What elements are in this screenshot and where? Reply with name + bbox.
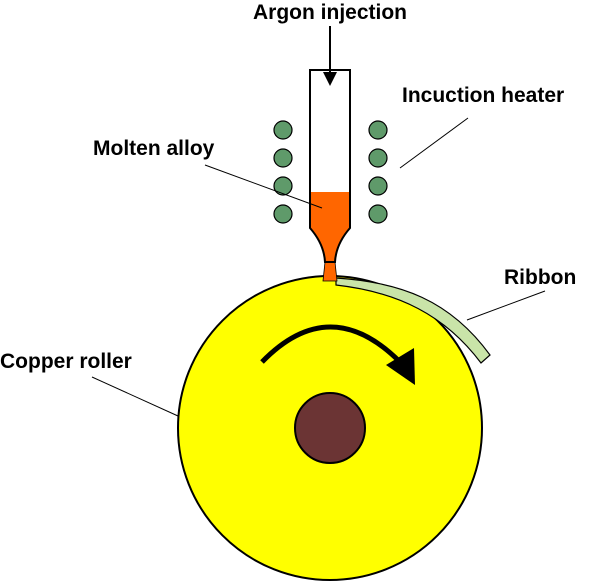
ribbon-label: Ribbon bbox=[504, 266, 576, 289]
argon-injection-label: Argon injection bbox=[253, 1, 407, 24]
roller-hub bbox=[294, 392, 366, 464]
coil-turn bbox=[368, 204, 388, 224]
molten-leader bbox=[204, 164, 323, 209]
induction-heater-label: Incuction heater bbox=[402, 84, 564, 107]
coil-turn bbox=[273, 176, 293, 196]
heater-leader bbox=[399, 117, 469, 169]
rotation-arrow-head bbox=[386, 348, 415, 385]
molten-alloy-label: Molten alloy bbox=[93, 137, 215, 160]
argon-arrow-head bbox=[323, 72, 337, 86]
coil-turn bbox=[273, 148, 293, 168]
coil-turn bbox=[368, 148, 388, 168]
coil-turn bbox=[368, 176, 388, 196]
heater-coils-left bbox=[273, 120, 293, 224]
heater-coils-right bbox=[368, 120, 388, 224]
coil-turn bbox=[368, 120, 388, 140]
copper-roller-label: Copper roller bbox=[0, 350, 132, 373]
ribbon-leader bbox=[466, 290, 546, 321]
coil-turn bbox=[273, 204, 293, 224]
alloy-stream bbox=[322, 261, 338, 282]
molten-alloy bbox=[310, 192, 350, 262]
coil-turn bbox=[273, 120, 293, 140]
crucible-tube bbox=[309, 69, 351, 263]
roller-leader bbox=[91, 376, 179, 417]
ribbon bbox=[335, 277, 491, 364]
rotation-arrow bbox=[260, 324, 402, 364]
